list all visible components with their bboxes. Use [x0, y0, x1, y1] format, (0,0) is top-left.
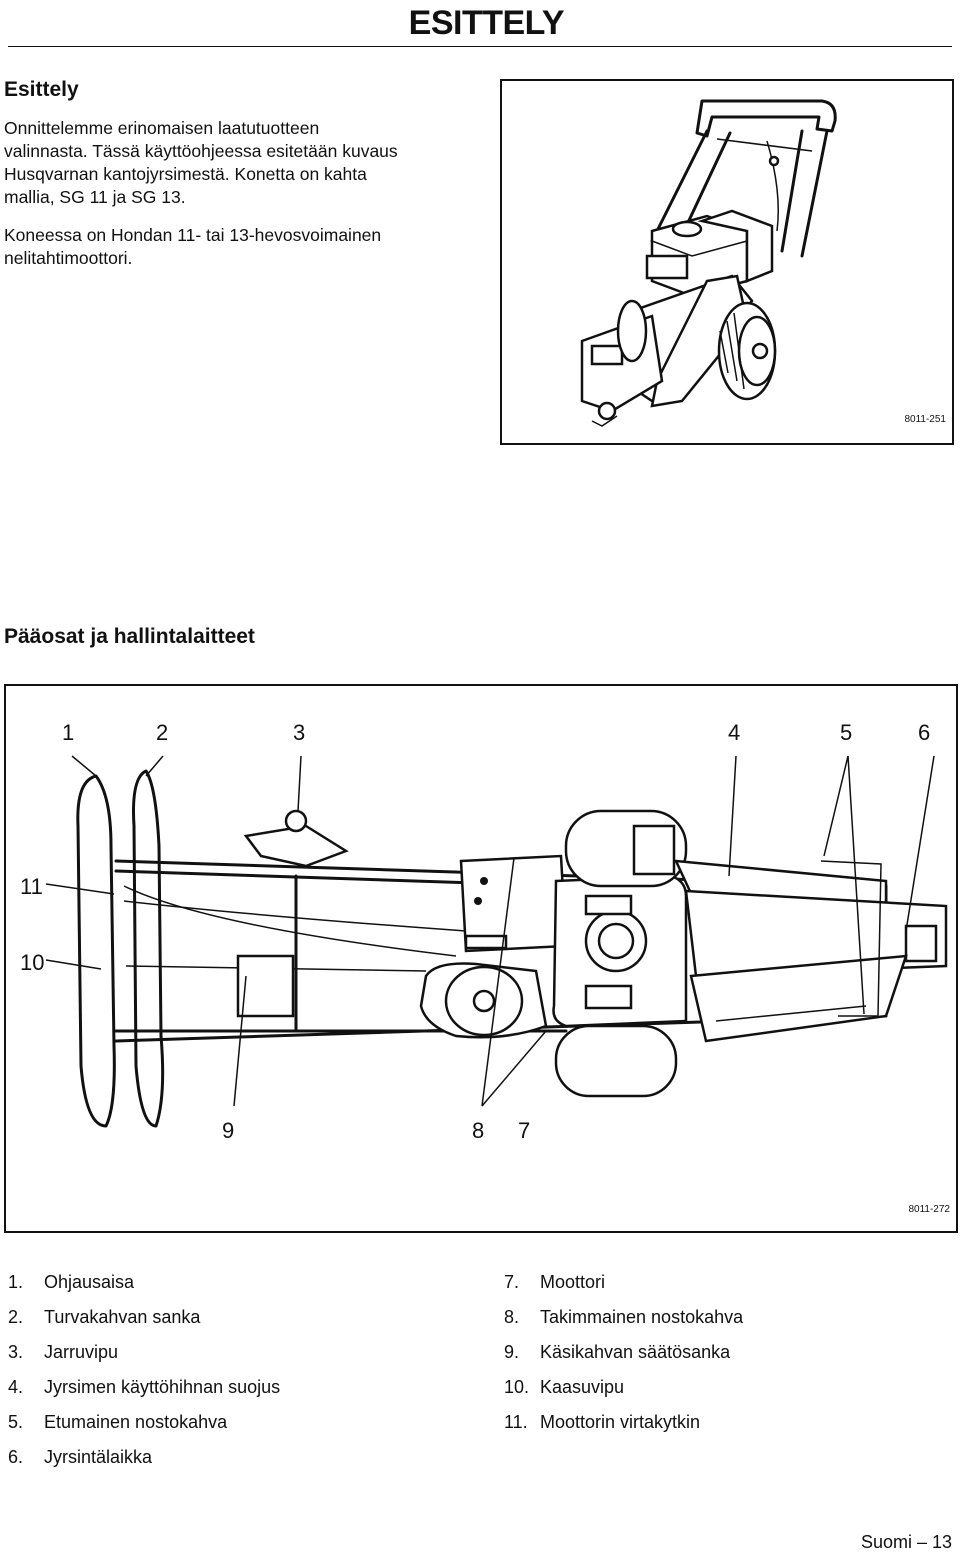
legend-number: 2. — [8, 1307, 24, 1327]
intro-line: Onnittelemme erinomaisen laatutuotteen — [4, 118, 320, 138]
legend-item: 3. Jarruvipu — [8, 1342, 118, 1362]
legend-label: Jyrsintälaikka — [44, 1447, 153, 1467]
legend-item: 8. Takimmainen nostokahva — [504, 1307, 743, 1327]
legend-label: Moottorin virtakytkin — [540, 1412, 701, 1432]
callout-3: 3 — [293, 720, 306, 745]
top-view-diagram: 1 2 3 4 5 6 11 10 9 8 7 8011-272 — [4, 684, 958, 1233]
intro-paragraph-2: Koneessa on Hondan 11- tai 13-hevosvoima… — [4, 224, 474, 270]
legend-item: 9. Käsikahvan säätösanka — [504, 1342, 730, 1362]
legend-label: Moottori — [540, 1272, 606, 1292]
callout-leaders — [45, 755, 935, 1107]
page-footer: Suomi – 13 — [860, 1532, 952, 1552]
legend-label: Takimmainen nostokahva — [540, 1307, 744, 1327]
legend-label: Ohjausaisa — [44, 1272, 135, 1292]
intro-line: mallia, SG 11 ja SG 13. — [4, 187, 186, 207]
figure1-code: 8011-251 — [904, 414, 946, 425]
legend-item: 7. Moottori — [504, 1272, 605, 1292]
callout-9: 9 — [222, 1118, 235, 1143]
callout-2: 2 — [156, 720, 169, 745]
legend-item: 10. Kaasuvipu — [504, 1377, 624, 1397]
callout-1: 1 — [62, 720, 75, 745]
legend-number: 10. — [504, 1377, 530, 1397]
top-view-drawing — [76, 769, 948, 1128]
legend-item: 4. Jyrsimen käyttöhihnan suojus — [8, 1377, 280, 1397]
legend-item: 11. Moottorin virtakytkin — [504, 1412, 700, 1432]
legend-label: Jarruvipu — [44, 1342, 119, 1362]
legend-number: 4. — [8, 1377, 24, 1397]
legend-item: 6. Jyrsintälaikka — [8, 1447, 152, 1467]
section-heading: Pääosat ja hallintalaitteet — [4, 625, 255, 648]
intro-line: Koneessa on Hondan 11- tai 13-hevosvoima… — [4, 225, 382, 245]
intro-line: valinnasta. Tässä käyttöohjeessa esitetä… — [4, 141, 398, 161]
legend-number: 9. — [504, 1342, 520, 1362]
intro-line: nelitahtimoottori. — [4, 248, 133, 268]
page-header-title: ESITTELY — [408, 4, 565, 42]
legend-item: 5. Etumainen nostokahva — [8, 1412, 227, 1432]
legend-label: Turvakahvan sanka — [44, 1307, 201, 1327]
legend-item: 2. Turvakahvan sanka — [8, 1307, 200, 1327]
legend-label: Kaasuvipu — [540, 1377, 625, 1397]
callout-11: 11 — [20, 874, 43, 899]
legend-label: Jyrsimen käyttöhihnan suojus — [44, 1377, 281, 1397]
legend-number: 3. — [8, 1342, 24, 1362]
legend-number: 6. — [8, 1447, 24, 1467]
callout-7: 7 — [518, 1118, 531, 1143]
callout-5: 5 — [840, 720, 853, 745]
callout-10: 10 — [20, 950, 45, 975]
header-rule — [8, 46, 952, 47]
callout-4: 4 — [728, 720, 741, 745]
legend-label: Käsikahvan säätösanka — [540, 1342, 731, 1362]
legend-item: 1. Ohjausaisa — [8, 1272, 134, 1292]
figure2-code: 8011-272 — [908, 1204, 950, 1215]
legend-number: 5. — [8, 1412, 24, 1432]
intro-paragraph-1: Onnittelemme erinomaisen laatutuotteen v… — [4, 117, 474, 209]
legend-number: 1. — [8, 1272, 24, 1292]
callout-8: 8 — [472, 1118, 485, 1143]
legend-number: 8. — [504, 1307, 520, 1327]
stump-grinder-illustration: 8011-251 — [500, 79, 954, 445]
legend-number: 7. — [504, 1272, 520, 1292]
legend-number: 11. — [504, 1412, 528, 1432]
stump-grinder-drawing — [580, 99, 837, 427]
intro-line: Husqvarnan kantojyrsimestä. Konetta on k… — [4, 164, 367, 184]
legend-label: Etumainen nostokahva — [44, 1412, 228, 1432]
callout-6: 6 — [918, 720, 931, 745]
intro-heading: Esittely — [4, 78, 79, 101]
